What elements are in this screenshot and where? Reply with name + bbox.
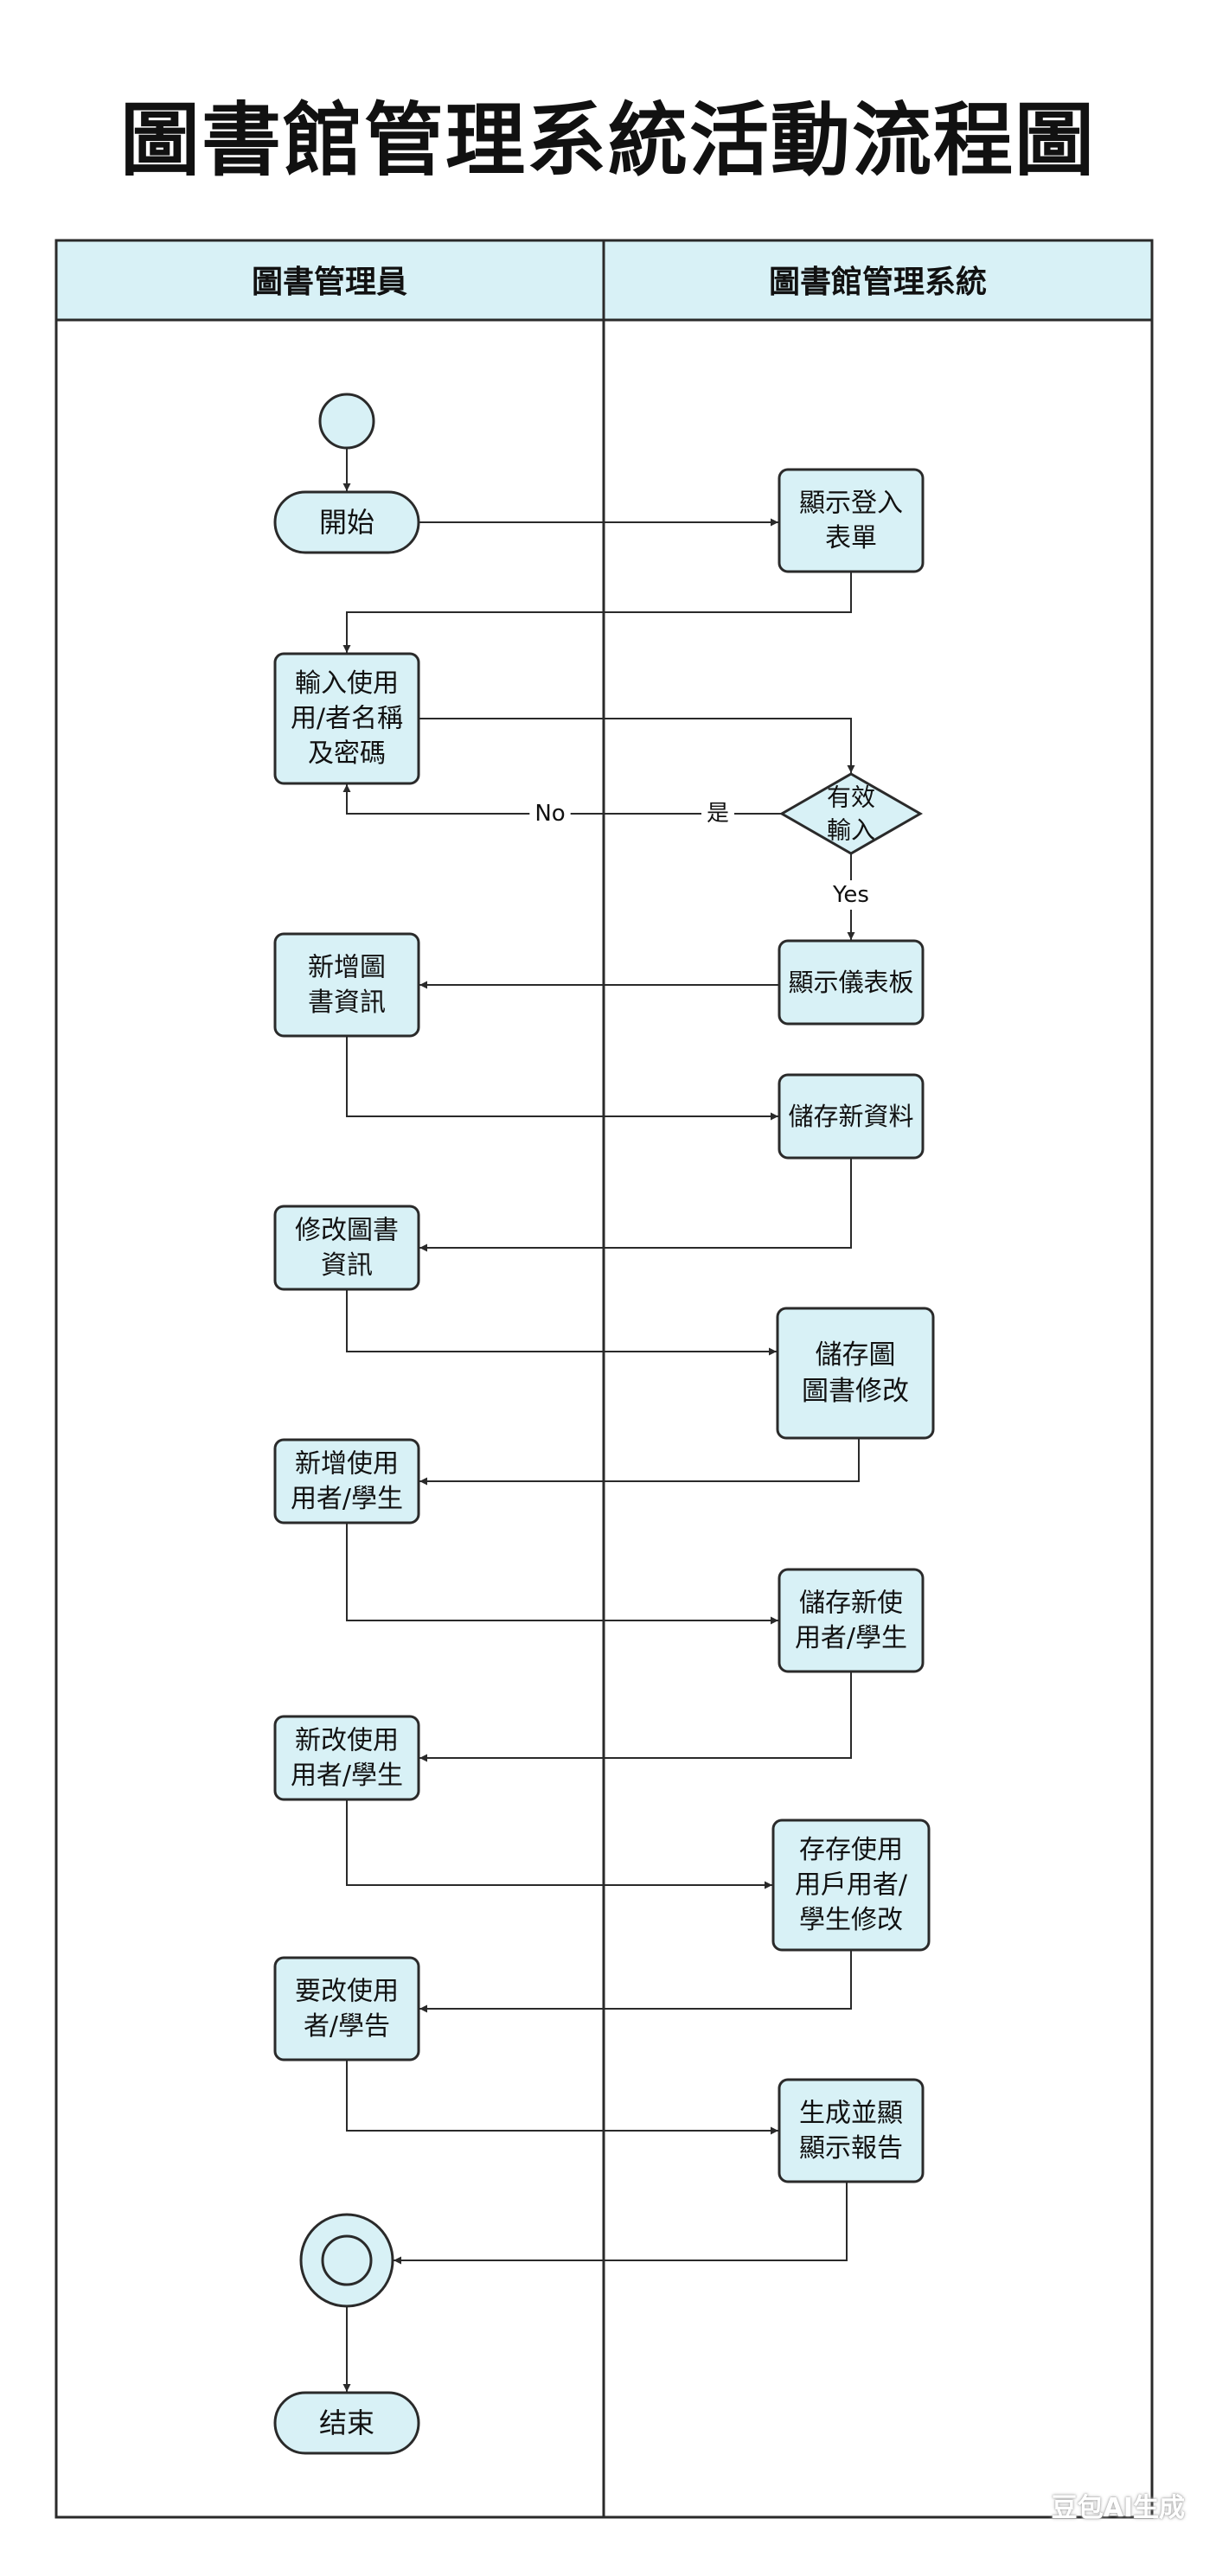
edge-edituser-saveuseredit [346, 1799, 772, 1889]
node-label-line: 用者/學生 [291, 1484, 403, 1514]
node-label-line: 结束 [319, 2407, 374, 2439]
node-label-line: 資訊 [321, 1250, 373, 1281]
edge-label-yes: Yes [832, 882, 869, 908]
edge-saveuser-edituser [419, 1672, 852, 1762]
initial-node [318, 393, 375, 450]
node-label-line: 用者/學生 [291, 1761, 403, 1791]
node-start: 開始 [273, 490, 420, 554]
node-label-line: 新改使用 [295, 1725, 399, 1755]
node-label-line: 儲存新使 [799, 1588, 903, 1618]
edge-label-no-bg [529, 799, 571, 828]
edge-addbook-savenew [346, 1036, 778, 1121]
edge-label-yes-zh: 是 [707, 801, 729, 827]
node-shape [776, 1307, 935, 1440]
diagram-title: 圖書館管理系統活動流程圖 [119, 94, 1096, 187]
node-label-line: 者/學告 [304, 2011, 390, 2042]
node-shape [778, 468, 925, 573]
edge-editbook-saveedit [346, 1289, 777, 1356]
node-label-line: 儲存新資料 [788, 1102, 913, 1131]
node-shape [273, 652, 420, 785]
node-shape [778, 1073, 925, 1160]
node-shape [771, 1819, 931, 1952]
node-label-line: 學生修改 [799, 1905, 903, 1935]
node-label-line: 用戶用者/ [795, 1870, 908, 1901]
node-shape [273, 490, 420, 554]
node-shape [273, 1715, 420, 1801]
edge-reportreq-report [346, 2060, 778, 2135]
edge-report-final [394, 2182, 848, 2265]
node-shape [273, 932, 420, 1038]
decision-shape [778, 772, 924, 855]
edge-saveuseredit-reportreq [419, 1950, 852, 2013]
edge-savenew-editbook [419, 1158, 852, 1252]
node-label-line: 有效 [827, 783, 875, 812]
node-label-line: 及密碼 [308, 738, 386, 769]
node-label-line: 要改使用 [295, 1976, 399, 2006]
node-label-line: 輸入使用 [295, 668, 399, 699]
node-shape [273, 1205, 420, 1291]
lane-header-librarian: 圖書管理員 [252, 265, 407, 300]
node-label-line: 表單 [825, 523, 877, 553]
edge-saveedit-adduser [419, 1438, 860, 1486]
edge-adduser-saveuser [346, 1523, 778, 1625]
node-shape [273, 1438, 420, 1525]
edge-valid-no [342, 784, 782, 815]
node-end: 结束 [273, 2391, 420, 2455]
lane-header-system: 圖書館管理系統 [769, 264, 987, 300]
watermark: 豆包AI生成 [1051, 2493, 1185, 2523]
node-label-line: 顯示報告 [799, 2133, 903, 2164]
node-label-line: 用者/學生 [795, 1623, 907, 1653]
node-label-line: 開始 [319, 506, 374, 539]
final-node-inner [321, 2234, 373, 2286]
node-label-line: 新增圖 [308, 952, 386, 982]
node-dashboard: 顯示儀表板 [778, 939, 925, 1026]
node-label-line: 新增使用 [295, 1448, 399, 1479]
edge-login-creds [342, 572, 852, 653]
node-label-line: 輸入 [827, 815, 875, 844]
edge-label-yes-bg [827, 880, 874, 910]
node-label-line: 用/者名稱 [291, 704, 403, 734]
node-label-line: 修改圖書 [295, 1215, 399, 1245]
node-shape [778, 1568, 925, 1673]
node-label-line: 存存使用 [799, 1835, 903, 1865]
node-shape [778, 2078, 925, 2183]
node-label-line: 儲存圖 [816, 1339, 896, 1371]
node-label-line: 生成並顯 [799, 2098, 903, 2128]
node-shape [778, 939, 925, 1026]
node-save-new: 儲存新資料 [778, 1073, 925, 1160]
node-label-line: 書資訊 [308, 988, 386, 1018]
node-label-line: 顯示登入 [799, 488, 903, 518]
edge-creds-valid [419, 718, 855, 773]
node-shape [273, 2391, 420, 2455]
node-label-line: 圖書修改 [802, 1376, 909, 1407]
node-label-line: 顯示儀表板 [788, 968, 913, 997]
node-shape [273, 1956, 420, 2061]
edge-label-yes-zh-bg [701, 799, 735, 828]
edge-label-no: No [534, 801, 565, 827]
